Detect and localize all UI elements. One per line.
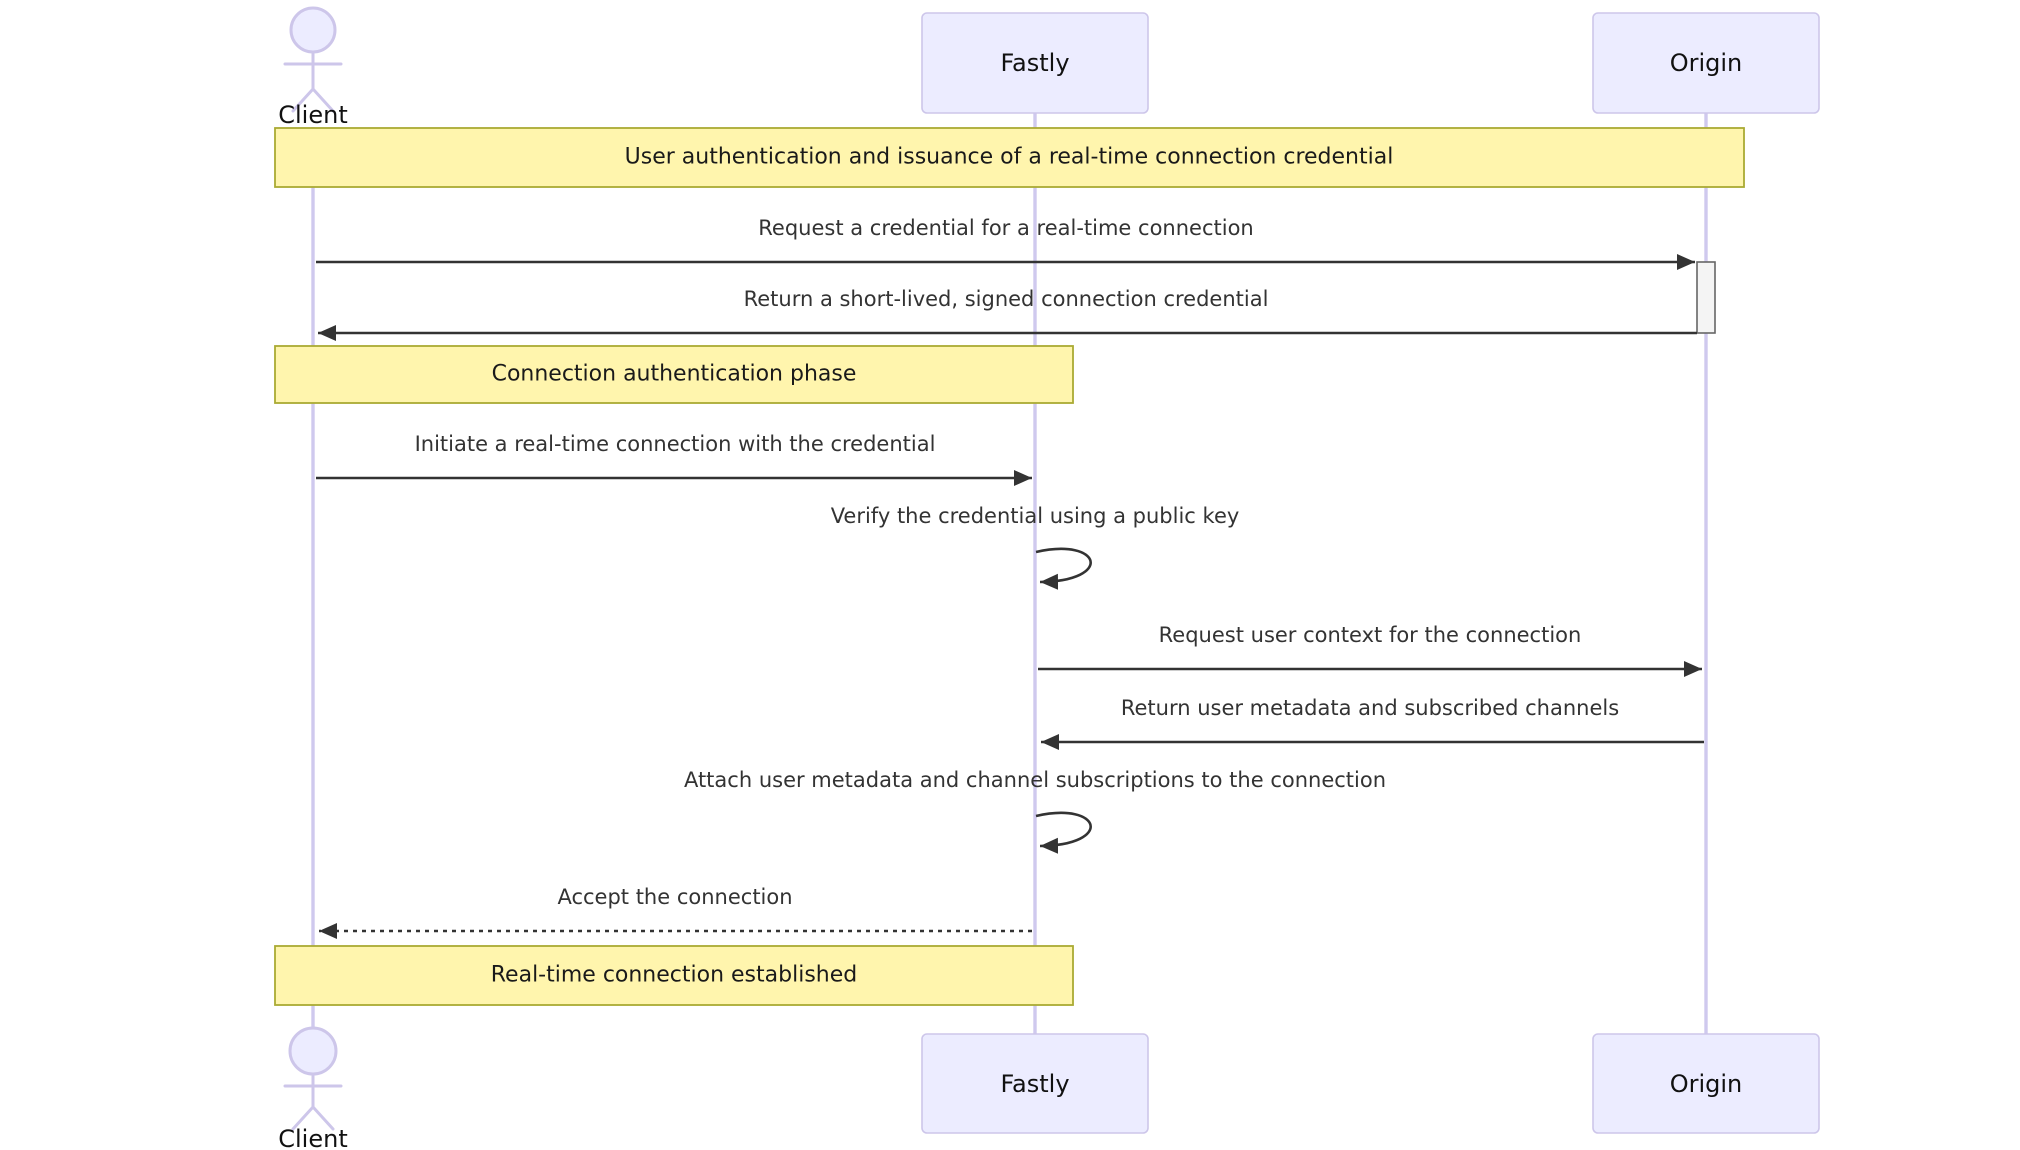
note-user-authentication: User authentication and issuance of a re… — [274, 127, 1745, 188]
note-text: User authentication and issuance of a re… — [625, 145, 1394, 170]
participant-fastly-label: Fastly — [1000, 1070, 1069, 1098]
actor-client-bottom: Client — [278, 1026, 348, 1150]
message-label: Verify the credential using a public key — [831, 504, 1240, 528]
note-box — [274, 345, 1074, 404]
self-loop-arrow — [1035, 547, 1092, 590]
actor-icon — [283, 6, 343, 113]
participant-box — [921, 12, 1149, 114]
note-text: Real-time connection established — [491, 963, 857, 988]
note-box — [274, 127, 1745, 188]
message-return-user-metadata: Return user metadata and subscribed chan… — [1041, 696, 1704, 750]
message-label: Accept the connection — [557, 885, 792, 909]
self-loop-arrow — [1035, 811, 1092, 854]
note-box — [274, 945, 1074, 1006]
message-return-credential: Return a short-lived, signed connection … — [318, 287, 1697, 341]
note-text: Connection authentication phase — [492, 362, 857, 387]
message-label: Request user context for the connection — [1159, 623, 1582, 647]
message-label: Initiate a real-time connection with the… — [415, 432, 936, 456]
message-label: Return user metadata and subscribed chan… — [1121, 696, 1619, 720]
actor-icon — [283, 1026, 343, 1131]
participant-origin-label: Origin — [1670, 1070, 1743, 1098]
participant-origin-bottom: Origin — [1592, 1033, 1820, 1134]
participant-box — [1592, 1033, 1820, 1134]
message-label: Attach user metadata and channel subscri… — [684, 768, 1386, 792]
note-connection-auth-phase: Connection authentication phase — [274, 345, 1074, 404]
participant-fastly-top: Fastly — [921, 12, 1149, 114]
activation-bar-origin — [1696, 261, 1716, 334]
actor-client-label: Client — [278, 101, 347, 129]
participant-fastly-bottom: Fastly — [921, 1033, 1149, 1134]
message-accept-connection: Accept the connection — [319, 885, 1032, 939]
actor-client-top: Client — [278, 6, 348, 129]
participant-box — [921, 1033, 1149, 1134]
message-attach-metadata: Attach user metadata and channel subscri… — [684, 768, 1386, 854]
message-label: Return a short-lived, signed connection … — [744, 287, 1269, 311]
participant-fastly-label: Fastly — [1000, 49, 1069, 77]
message-verify-credential: Verify the credential using a public key — [831, 504, 1240, 590]
actor-client-label: Client — [278, 1125, 347, 1150]
message-label: Request a credential for a real-time con… — [758, 216, 1253, 240]
participant-box — [1592, 12, 1820, 114]
participant-origin-label: Origin — [1670, 49, 1743, 77]
message-initiate-connection: Initiate a real-time connection with the… — [316, 432, 1032, 486]
message-request-user-context: Request user context for the connection — [1038, 623, 1702, 677]
participant-origin-top: Origin — [1592, 12, 1820, 114]
note-connection-established: Real-time connection established — [274, 945, 1074, 1006]
message-request-credential: Request a credential for a real-time con… — [316, 216, 1695, 270]
